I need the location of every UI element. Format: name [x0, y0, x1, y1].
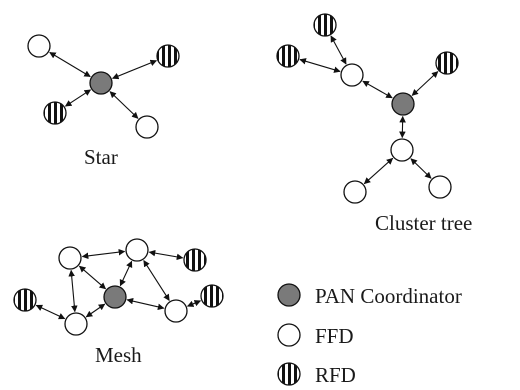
rfd-node-c_r1 — [313, 13, 337, 37]
ffd-node-m_e — [164, 299, 188, 323]
link-c_c-c_a — [362, 80, 393, 99]
ffd-node-m_d — [64, 312, 88, 336]
link-m_b-m_r1 — [148, 249, 184, 261]
legend-pan-symbol — [277, 283, 301, 307]
pan-coordinator-node-c_c — [391, 92, 415, 116]
link-c_b-c_f2 — [410, 158, 432, 179]
link-m_a-m_c — [78, 265, 107, 290]
legend-rfd-symbol — [277, 362, 301, 386]
rfd-node-m_r2 — [13, 288, 37, 312]
link-c_b-c_f1 — [363, 157, 394, 185]
links-layer — [35, 35, 439, 320]
rfd-node-s_3 — [43, 101, 67, 125]
ffd-node-c_a — [340, 63, 364, 87]
ffd-node-s_1 — [27, 34, 51, 58]
link-s_c-s_2 — [111, 59, 158, 80]
rfd-node-c_r2 — [276, 44, 300, 68]
link-m_a-m_b — [81, 248, 126, 260]
legend: PAN Coordinator FFD RFD — [277, 283, 462, 387]
link-m_b-m_e — [143, 259, 170, 302]
ffd-node-m_b — [125, 238, 149, 262]
cluster-tree-label: Cluster tree — [375, 211, 472, 235]
mesh-label: Mesh — [95, 343, 142, 367]
link-m_a-m_d — [68, 269, 78, 313]
link-m_c-m_d — [85, 303, 106, 318]
link-s_c-s_3 — [64, 89, 92, 107]
legend-ffd-symbol — [277, 323, 301, 347]
link-s_c-s_1 — [49, 51, 91, 78]
legend-rfd-label: RFD — [315, 363, 356, 387]
nodes-layer — [13, 13, 459, 336]
pan-coordinator-node-m_c — [103, 285, 127, 309]
link-m_e-m_r3 — [186, 300, 202, 307]
ffd-node-m_a — [58, 246, 82, 270]
rfd-node-m_r1 — [183, 248, 207, 272]
star-label: Star — [84, 145, 118, 169]
rfd-node-m_r3 — [200, 284, 224, 308]
ffd-node-s_4 — [135, 115, 159, 139]
legend-pan-label: PAN Coordinator — [315, 284, 462, 308]
ffd-node-c_b — [390, 138, 414, 162]
link-c_a-c_r2 — [299, 58, 341, 73]
link-c_c-c_r3 — [411, 71, 439, 96]
link-m_b-m_c — [119, 260, 133, 287]
pan-coordinator-node-s_c — [89, 71, 113, 95]
ffd-node-c_f1 — [343, 180, 367, 204]
rfd-node-c_r3 — [435, 51, 459, 75]
link-c_a-c_r1 — [330, 35, 347, 65]
link-m_c-m_e — [126, 297, 165, 311]
link-s_c-s_4 — [109, 91, 139, 119]
legend-ffd-label: FFD — [315, 324, 354, 348]
ffd-node-c_f2 — [428, 175, 452, 199]
link-m_d-m_r2 — [35, 304, 66, 320]
rfd-node-s_2 — [156, 44, 180, 68]
